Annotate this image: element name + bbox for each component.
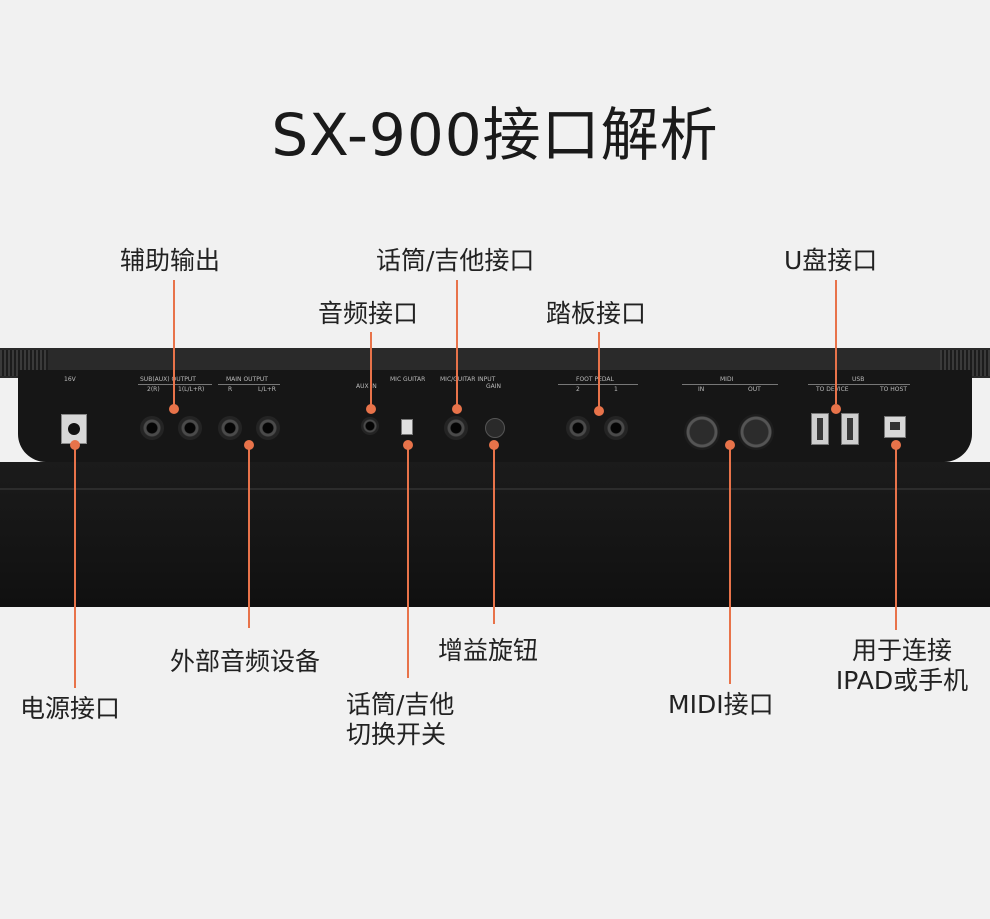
panel-label-sub-2r: 2(R) <box>147 386 160 393</box>
label-aux-output: 辅助输出 <box>120 246 221 275</box>
panel-label-sub-1l: 1(L/L+R) <box>178 386 205 393</box>
panel-label-to-device: TO DEVICE <box>816 386 849 393</box>
label-foot-pedal: 踏板接口 <box>546 299 647 328</box>
label-to-host-line2: IPAD或手机 <box>835 666 969 695</box>
panel-label-usb: USB <box>852 376 865 383</box>
panel-label-sub-aux-output: SUB(AUX) OUTPUT <box>140 376 196 383</box>
dot-mic-guitar-input <box>452 404 462 414</box>
leader-mic-guitar-input <box>456 280 458 408</box>
sub-output-jack-2 <box>140 416 164 440</box>
keyboard-seam <box>0 488 990 490</box>
label-power: 电源接口 <box>20 694 121 723</box>
mic-guitar-switch <box>401 419 413 435</box>
dot-aux-output <box>169 404 179 414</box>
label-to-host-line1: 用于连接 <box>851 636 952 665</box>
leader-power <box>74 444 76 688</box>
panel-label-main-r: R <box>228 386 233 393</box>
label-usb-drive: U盘接口 <box>784 246 878 275</box>
panel-label-mic-guitar-input: MIC/GUITAR INPUT <box>440 376 496 383</box>
label-mic-switch-line1: 话筒/吉他 <box>346 690 455 719</box>
label-to-host: 用于连接 IPAD或手机 <box>822 636 982 696</box>
leader-gain-knob <box>493 444 495 624</box>
label-external-audio: 外部音频设备 <box>170 647 321 676</box>
usb-to-host-port <box>884 416 906 438</box>
panel-label-foot-pedal: FOOT PEDAL <box>576 376 614 383</box>
dc-power-jack <box>61 414 87 444</box>
dot-foot-pedal <box>594 406 604 416</box>
midi-in-port <box>684 414 720 450</box>
leader-to-host <box>895 444 897 630</box>
panel-label-gain: GAIN <box>486 383 502 390</box>
panel-bracket-usb <box>808 384 910 385</box>
label-gain-knob: 增益旋钮 <box>438 636 539 665</box>
panel-label-pedal-1: 1 <box>614 386 618 393</box>
leader-usb-drive <box>835 280 837 404</box>
leader-aux-output <box>173 280 175 408</box>
midi-out-port <box>738 414 774 450</box>
panel-bracket-midi <box>682 384 778 385</box>
foot-pedal-jack-2 <box>566 416 590 440</box>
leader-aux-in <box>370 332 372 408</box>
panel-label-main-l: L/L+R <box>258 386 276 393</box>
label-mic-guitar-input: 话筒/吉他接口 <box>376 246 535 275</box>
panel-label-midi: MIDI <box>720 376 734 383</box>
aux-in-jack <box>361 417 379 435</box>
panel-label-dc-in: 16V <box>64 376 76 383</box>
usb-to-device-port-2 <box>841 413 859 445</box>
mic-guitar-input-jack <box>444 416 468 440</box>
leader-external-audio <box>248 444 250 628</box>
main-output-jack-l <box>256 416 280 440</box>
dot-aux-in <box>366 404 376 414</box>
gain-knob <box>485 418 505 438</box>
panel-label-pedal-2: 2 <box>576 386 580 393</box>
main-output-jack-r <box>218 416 242 440</box>
panel-label-midi-in: IN <box>698 386 705 393</box>
page-title: SX-900接口解析 <box>271 101 719 169</box>
leader-foot-pedal <box>598 332 600 410</box>
foot-pedal-jack-1 <box>604 416 628 440</box>
leader-midi <box>729 444 731 684</box>
label-midi: MIDI接口 <box>668 690 774 719</box>
panel-label-main-output: MAIN OUTPUT <box>226 376 268 383</box>
panel-label-to-host: TO HOST <box>880 386 908 393</box>
leader-mic-switch <box>407 444 409 678</box>
usb-to-device-port-1 <box>811 413 829 445</box>
panel-bracket-main <box>218 384 280 385</box>
panel-label-aux-in: AUX IN <box>356 383 377 390</box>
label-aux-in: 音频接口 <box>318 299 419 328</box>
panel-label-mic-guitar-switch: MIC GUITAR <box>390 376 426 383</box>
sub-output-jack-1 <box>178 416 202 440</box>
panel-bracket-sub-aux <box>138 384 212 385</box>
label-mic-switch-line2: 切换开关 <box>346 720 447 749</box>
panel-label-midi-out: OUT <box>748 386 761 393</box>
label-mic-switch: 话筒/吉他 切换开关 <box>346 690 506 750</box>
dot-usb-drive <box>831 404 841 414</box>
keyboard-base <box>0 462 990 607</box>
